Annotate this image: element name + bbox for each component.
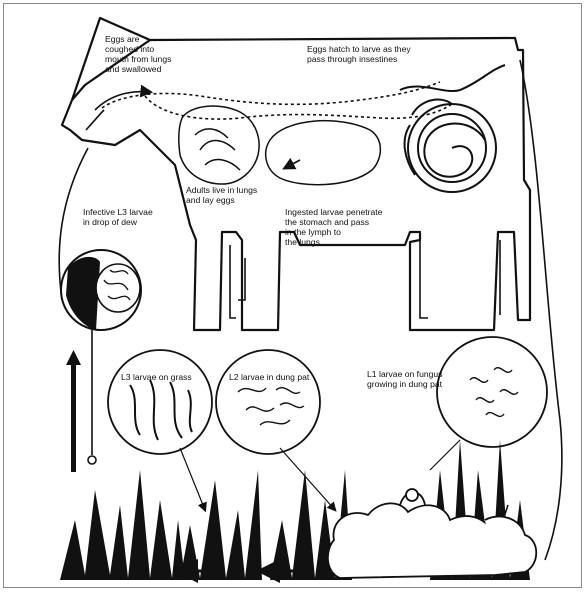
- intestines: [400, 65, 505, 192]
- upward-arrow: [66, 350, 81, 472]
- lungs: [179, 106, 259, 184]
- label-ingested-larvae: Ingested larvae penetrate the stomach an…: [285, 207, 382, 247]
- label-adults-live: Adults live in lungs and lay eggs: [186, 185, 257, 205]
- l3-dew-lens: [61, 250, 141, 330]
- label-eggs-coughed: Eggs are coughed into mouth from lungs a…: [105, 34, 171, 74]
- label-eggs-hatch: Eggs hatch to larve as they pass through…: [307, 44, 411, 64]
- label-l2-dung: L2 larvae in dung pat: [229, 372, 309, 382]
- l1-fungus-lens: [437, 337, 547, 447]
- migration-route: [102, 82, 452, 119]
- stomach: [266, 121, 381, 185]
- cow-legs: [230, 240, 500, 318]
- l2-dung-lens: [216, 350, 320, 454]
- dew-drop-line: [88, 330, 96, 464]
- label-l3-grass: L3 larvae on grass: [121, 372, 192, 382]
- label-l1-fungus: L1 larvae on fungus growing in dung pat: [367, 369, 443, 389]
- label-infective-l3: Infective L3 larvae in drop of dew: [83, 207, 153, 227]
- lens-connectors: [180, 440, 460, 510]
- l3-grass-lens: [108, 350, 212, 454]
- dung-pats: [328, 489, 536, 578]
